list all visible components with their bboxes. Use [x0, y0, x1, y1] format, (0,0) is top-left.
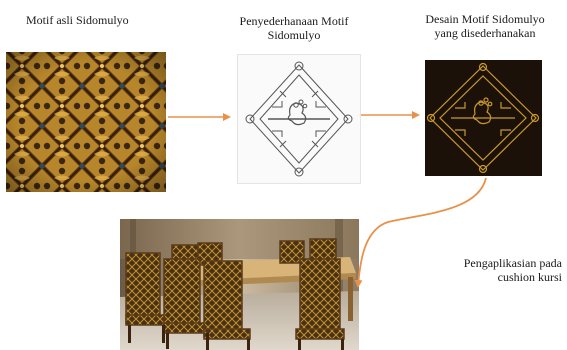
simplified-motif-drawing: [237, 54, 361, 184]
label-simplification-line1: Penyederhanaan Motif: [239, 14, 349, 28]
label-simplified-design: Desain Motif Sidomulyo yang disederhanak…: [408, 12, 562, 40]
label-simplification-line2: Sidomulyo: [267, 28, 321, 42]
chair-cushion-render: [120, 219, 359, 350]
original-motif-image: [6, 52, 166, 192]
label-simplified-design-line2: yang disederhanakan: [434, 26, 536, 40]
label-application-line1: Pengaplikasian pada: [463, 256, 562, 270]
label-original-motif: Motif asli Sidomulyo: [26, 13, 129, 27]
simplified-design-image: [425, 60, 542, 176]
label-simplified-design-line1: Desain Motif Sidomulyo: [425, 12, 545, 26]
label-simplification: Penyederhanaan Motif Sidomulyo: [226, 14, 362, 42]
label-application-line2: cushion kursi: [497, 270, 562, 284]
label-application: Pengaplikasian pada cushion kursi: [430, 256, 562, 284]
